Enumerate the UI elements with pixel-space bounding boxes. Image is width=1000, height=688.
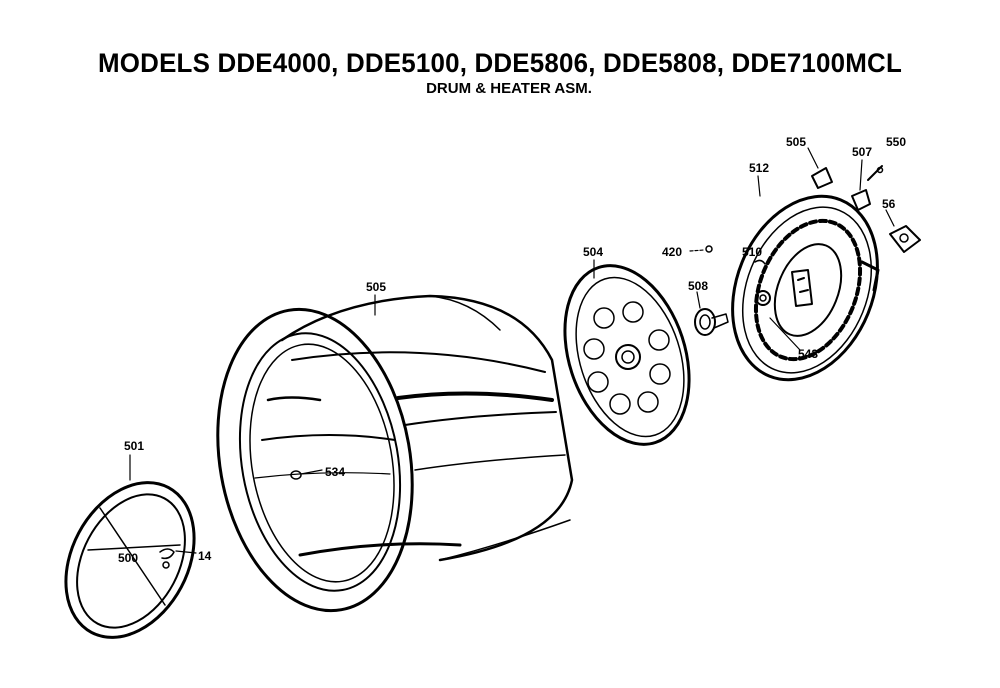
label-14: 14 [198, 549, 212, 563]
label-543: 543 [798, 347, 818, 361]
label-550: 550 [886, 135, 906, 149]
label-504: 504 [583, 245, 603, 259]
heater-housing-part [731, 175, 880, 382]
page-subtitle: DRUM & HEATER ASM. [426, 80, 592, 97]
page-title: MODELS DDE4000, DDE5100, DDE5806, DDE580… [98, 48, 902, 78]
label-534: 534 [325, 465, 345, 479]
bearing-part [689, 245, 729, 336]
label-420: 420 [662, 245, 682, 259]
rear-plate-part [563, 259, 691, 446]
label-56: 56 [882, 197, 896, 211]
label-507: 507 [852, 145, 872, 159]
small-parts-group [807, 147, 921, 253]
label-500: 500 [118, 551, 138, 565]
label-501: 501 [124, 439, 144, 453]
label-512: 512 [749, 161, 769, 175]
drum-part [216, 294, 574, 613]
label-505-drum: 505 [366, 280, 386, 294]
door-ring-part [64, 454, 197, 639]
label-505-small: 505 [786, 135, 806, 149]
label-508: 508 [688, 279, 708, 293]
label-510: 510 [742, 245, 762, 259]
